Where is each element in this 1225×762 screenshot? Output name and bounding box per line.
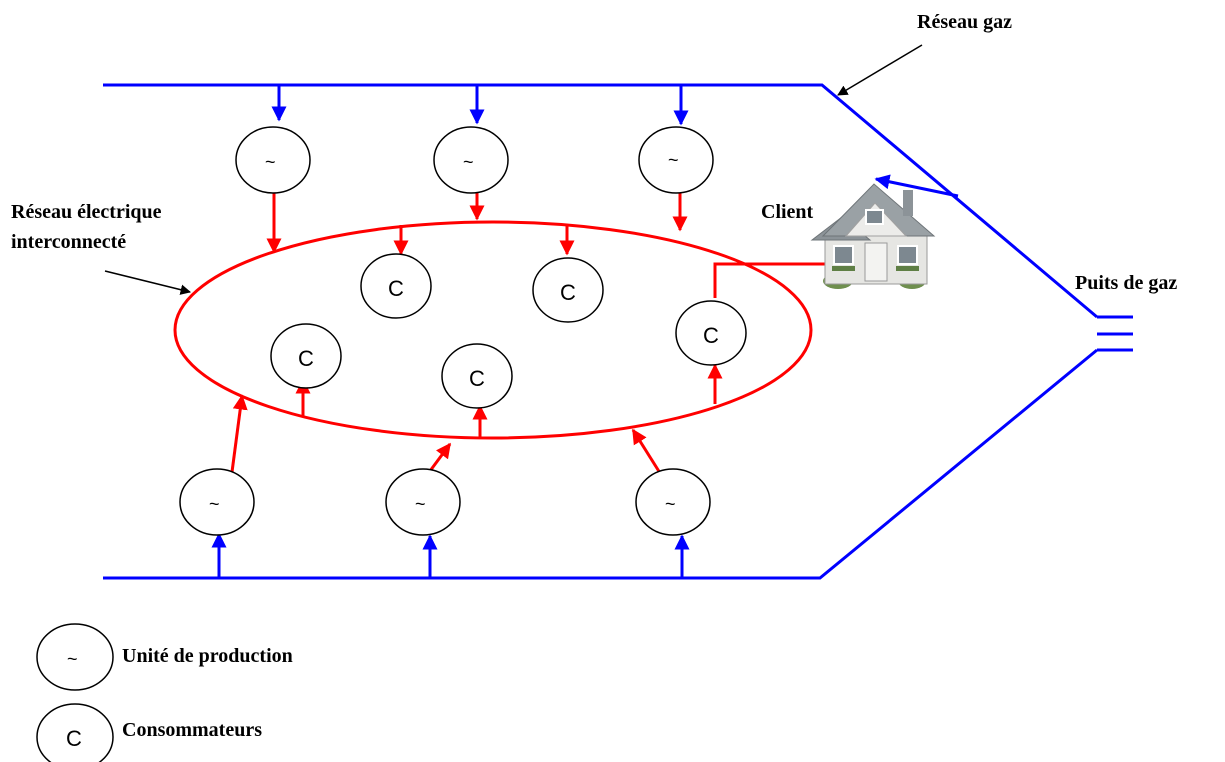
svg-text:~: ~ — [665, 494, 676, 514]
svg-text:C: C — [469, 366, 485, 391]
svg-text:~: ~ — [668, 150, 679, 170]
consumer: C — [532, 257, 604, 323]
electric-network — [173, 185, 864, 474]
consumer: C — [270, 323, 342, 389]
svg-text:C: C — [298, 346, 314, 371]
consumer: C — [441, 343, 513, 409]
house-icon — [810, 183, 936, 289]
label-gas-network: Réseau gaz — [917, 11, 1012, 33]
electric-ring — [173, 220, 813, 440]
svg-text:Unité de production: Unité de production — [122, 645, 293, 667]
gas-branch-to-client — [874, 174, 959, 198]
elec-feed-client — [713, 256, 864, 298]
gas-line-bottom — [103, 348, 1098, 580]
label-electric-network-line1: Réseau électrique — [11, 201, 162, 223]
elec-prod-bottom-3 — [631, 428, 662, 474]
legend: ~ Unité de production C Consommateurs — [36, 623, 293, 762]
svg-text:C: C — [66, 726, 82, 751]
legend-item-consumers: C Consommateurs — [36, 703, 262, 762]
svg-text:~: ~ — [67, 649, 78, 669]
production-unit: ~ — [235, 126, 311, 194]
svg-text:Consommateurs: Consommateurs — [122, 719, 262, 741]
production-unit: ~ — [179, 468, 255, 536]
consumers: C C C C C — [270, 253, 747, 409]
label-electric-network-line2: interconnecté — [11, 231, 126, 253]
production-unit: ~ — [385, 468, 461, 536]
svg-text:C: C — [703, 323, 719, 348]
label-gas-well: Puits de gaz — [1075, 272, 1177, 294]
production-unit: ~ — [433, 126, 509, 194]
elec-prod-bottom-1 — [230, 394, 248, 473]
svg-text:~: ~ — [415, 494, 426, 514]
elec-prod-bottom-2 — [428, 442, 452, 472]
pointer-gas-network — [837, 44, 923, 96]
production-unit: ~ — [635, 468, 711, 536]
production-unit: ~ — [638, 126, 714, 194]
svg-text:~: ~ — [209, 494, 220, 514]
consumer: C — [675, 300, 747, 366]
svg-text:~: ~ — [463, 152, 474, 172]
gas-network — [103, 83, 1133, 580]
label-client: Client — [761, 201, 814, 223]
svg-text:C: C — [560, 280, 576, 305]
legend-item-production: ~ Unité de production — [36, 623, 293, 691]
svg-text:~: ~ — [265, 152, 276, 172]
svg-text:C: C — [388, 276, 404, 301]
consumer: C — [360, 253, 432, 319]
gas-line-top — [103, 83, 1098, 319]
production-units: ~ ~ ~ ~ ~ ~ — [179, 126, 714, 536]
pointer-electric-network — [104, 270, 192, 295]
